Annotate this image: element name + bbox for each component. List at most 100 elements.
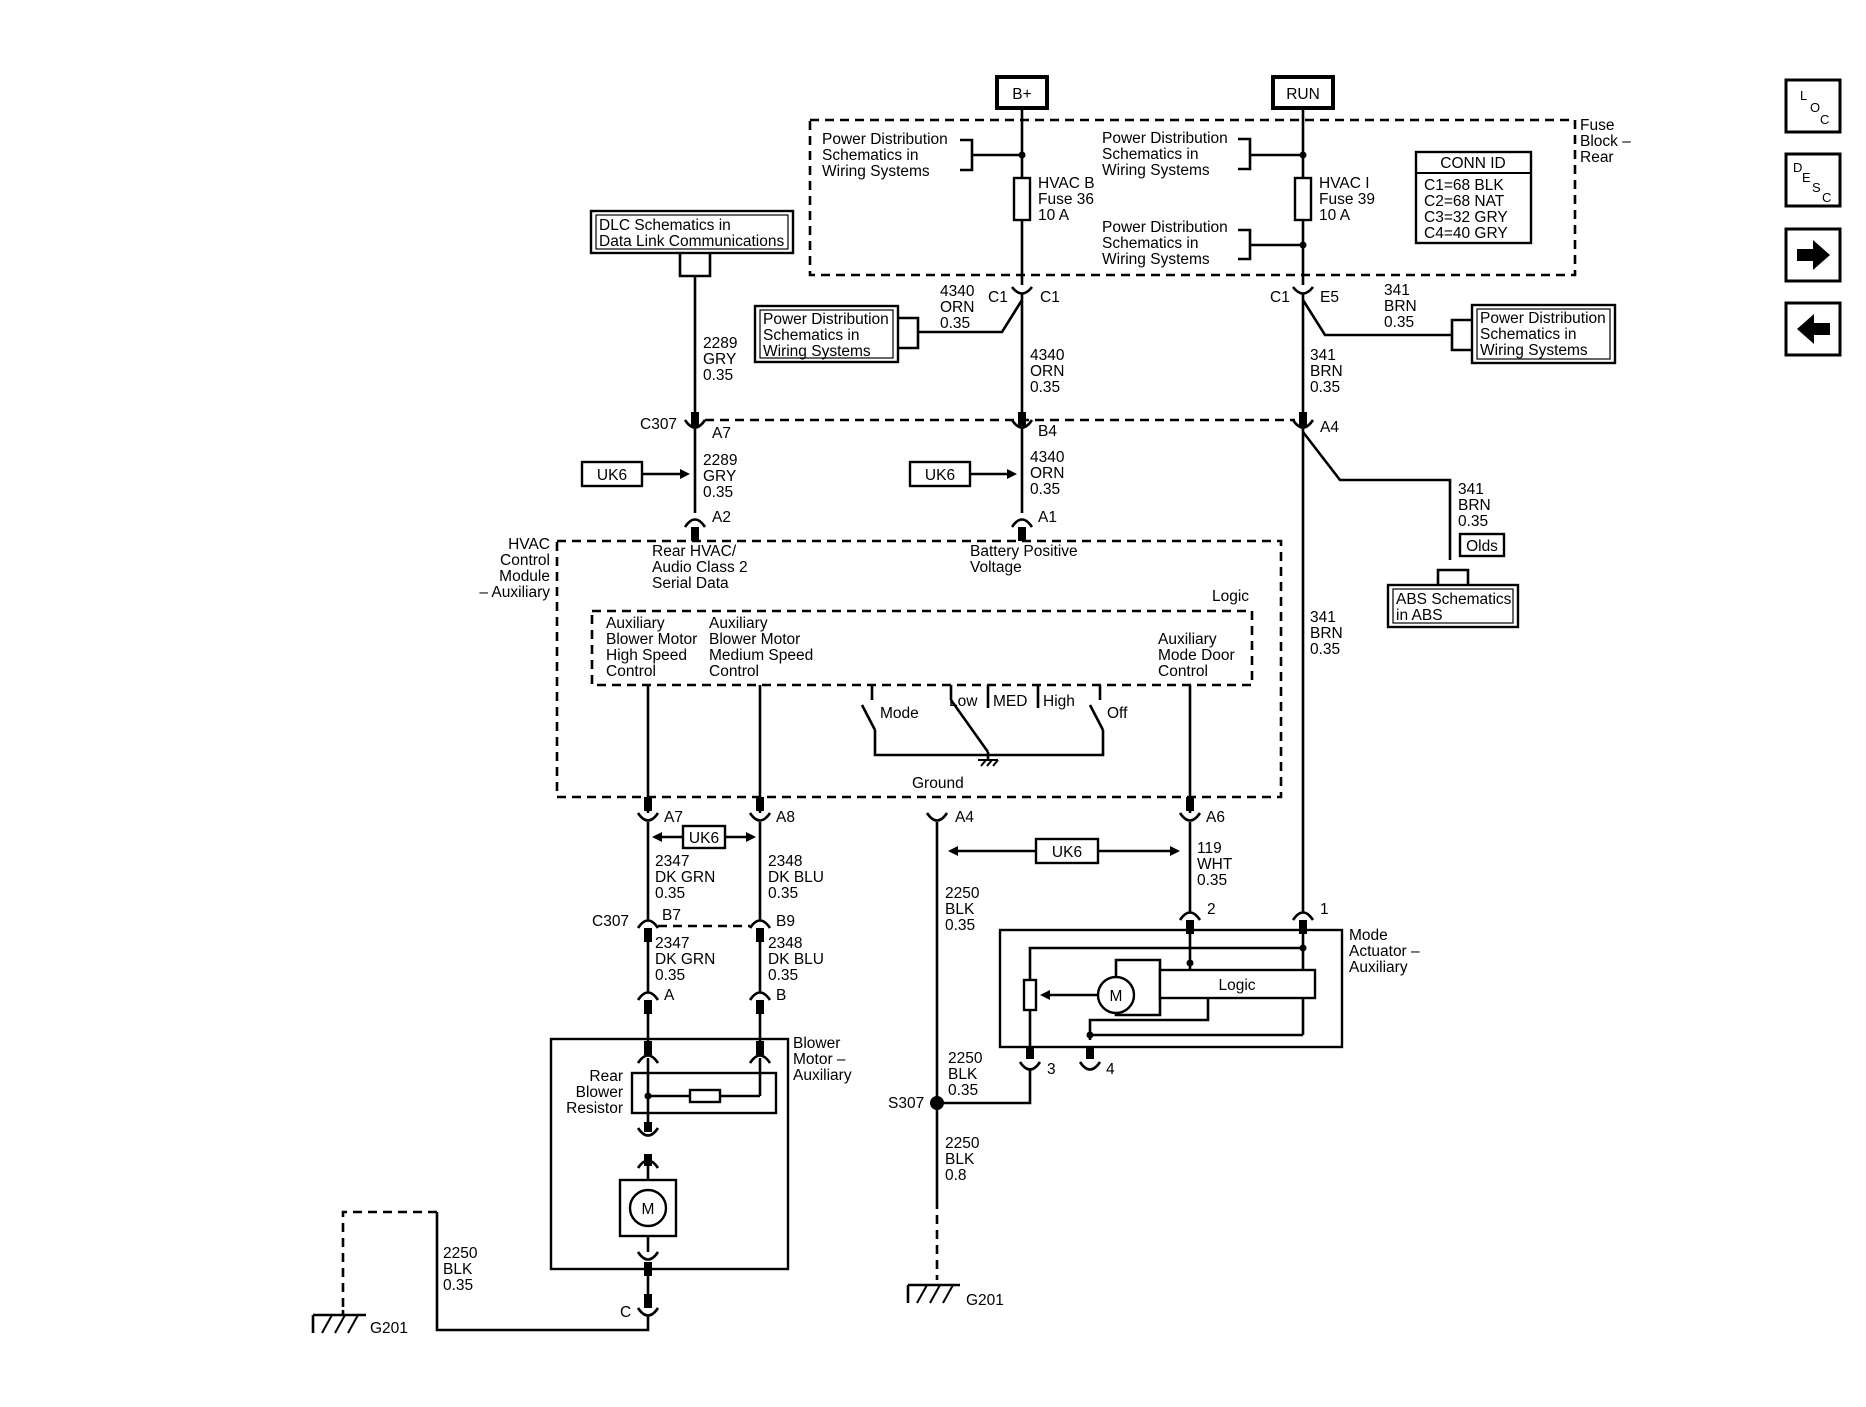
power-dist-ref-2[interactable]: Power Distribution Schematics in Wiring … bbox=[1102, 130, 1303, 179]
high-speed-control-label: Auxiliary Blower Motor High Speed Contro… bbox=[606, 615, 697, 680]
bplus-source: B+ bbox=[995, 75, 1049, 110]
logic-block bbox=[590, 609, 1254, 687]
actuator-logic: Logic bbox=[1158, 968, 1317, 1000]
svg-text:BRN: BRN bbox=[1310, 363, 1343, 380]
svg-text:0.35: 0.35 bbox=[768, 885, 798, 902]
power-dist-ref-4[interactable]: Power Distribution Schematics in Wiring … bbox=[753, 304, 920, 364]
svg-text:B7: B7 bbox=[662, 907, 681, 924]
svg-text:Data Link Communications: Data Link Communications bbox=[599, 233, 784, 250]
svg-text:1: 1 bbox=[1320, 901, 1329, 918]
svg-text:ORN: ORN bbox=[940, 299, 974, 316]
ground-label: Ground bbox=[912, 775, 964, 792]
svg-text:S: S bbox=[1812, 180, 1821, 195]
svg-text:Wiring Systems: Wiring Systems bbox=[763, 343, 871, 360]
svg-text:ORN: ORN bbox=[1030, 363, 1064, 380]
blower-selector-switch: Mode Low MED High Off bbox=[860, 685, 1128, 767]
svg-text:0.35: 0.35 bbox=[945, 917, 975, 934]
svg-text:Blower: Blower bbox=[793, 1035, 840, 1052]
svg-text:Fuse: Fuse bbox=[1580, 117, 1614, 134]
svg-text:Power Distribution: Power Distribution bbox=[1102, 130, 1228, 147]
svg-text:Control: Control bbox=[606, 663, 656, 680]
svg-text:GRY: GRY bbox=[703, 351, 736, 368]
svg-text:Battery Positive: Battery Positive bbox=[970, 543, 1078, 560]
svg-text:Mode Door: Mode Door bbox=[1158, 647, 1235, 664]
arrow-left-icon bbox=[1797, 314, 1830, 344]
svg-text:0.35: 0.35 bbox=[1310, 379, 1340, 396]
switch-high: High bbox=[1043, 693, 1075, 710]
svg-text:C: C bbox=[620, 1304, 631, 1321]
wire-341-label-c: 341 BRN 0.35 bbox=[1458, 481, 1491, 530]
svg-text:Rear: Rear bbox=[1580, 149, 1614, 166]
svg-text:Medium Speed: Medium Speed bbox=[709, 647, 813, 664]
svg-text:Auxiliary: Auxiliary bbox=[1349, 959, 1408, 976]
loc-button[interactable]: L O C bbox=[1784, 78, 1842, 134]
svg-text:2348: 2348 bbox=[768, 853, 802, 870]
svg-text:Blower Motor: Blower Motor bbox=[606, 631, 697, 648]
svg-text:Serial Data: Serial Data bbox=[652, 575, 729, 592]
svg-text:Power Distribution: Power Distribution bbox=[1102, 219, 1228, 236]
fuse-block-outline bbox=[808, 118, 1577, 277]
svg-text:341: 341 bbox=[1458, 481, 1484, 498]
svg-text:0.35: 0.35 bbox=[443, 1277, 473, 1294]
svg-text:Rear HVAC/: Rear HVAC/ bbox=[652, 543, 737, 560]
svg-text:0.35: 0.35 bbox=[703, 484, 733, 501]
svg-text:0.35: 0.35 bbox=[1197, 872, 1227, 889]
rear-blower-resistor bbox=[630, 1071, 778, 1115]
wire-4340-label-a: 4340 ORN 0.35 bbox=[940, 283, 975, 332]
mode-actuator-label: Mode Actuator – Auxiliary bbox=[1349, 927, 1420, 976]
svg-text:Wiring Systems: Wiring Systems bbox=[822, 163, 930, 180]
wire-341-label-d: 341 BRN 0.35 bbox=[1310, 609, 1343, 658]
svg-text:4340: 4340 bbox=[1030, 347, 1065, 364]
svg-text:C1: C1 bbox=[988, 289, 1008, 306]
svg-text:S307: S307 bbox=[888, 1095, 924, 1112]
prev-arrow-button[interactable] bbox=[1784, 301, 1842, 357]
svg-text:0.35: 0.35 bbox=[1458, 513, 1488, 530]
conn-id-table: CONN ID C1=68 BLK C2=68 NAT C3=32 GRY C4… bbox=[1414, 150, 1533, 245]
svg-text:DLC Schematics in: DLC Schematics in bbox=[599, 217, 731, 234]
run-label: RUN bbox=[1286, 86, 1320, 103]
svg-text:Wiring Systems: Wiring Systems bbox=[1480, 342, 1588, 359]
svg-text:M: M bbox=[642, 1201, 655, 1218]
svg-text:DK GRN: DK GRN bbox=[655, 951, 715, 968]
wire-2289-label-b: 2289 GRY 0.35 bbox=[703, 452, 737, 501]
svg-text:Schematics in: Schematics in bbox=[763, 327, 859, 344]
desc-button[interactable]: D E S C bbox=[1784, 152, 1842, 208]
hvac-module-label: HVAC Control Module – Auxiliary bbox=[479, 536, 550, 601]
svg-text:Control: Control bbox=[709, 663, 759, 680]
ground-g201-left: G201 bbox=[311, 1310, 408, 1337]
power-dist-ref-5[interactable]: Power Distribution Schematics in Wiring … bbox=[1450, 303, 1617, 365]
svg-text:C2=68 NAT: C2=68 NAT bbox=[1424, 193, 1505, 210]
fuse-hvac-b bbox=[1012, 176, 1032, 222]
svg-text:Schematics in: Schematics in bbox=[1480, 326, 1576, 343]
blower-motor-label: Blower Motor – Auxiliary bbox=[793, 1035, 852, 1084]
svg-text:0.35: 0.35 bbox=[1030, 481, 1060, 498]
svg-text:BLK: BLK bbox=[948, 1066, 978, 1083]
svg-text:Auxiliary: Auxiliary bbox=[709, 615, 768, 632]
wire-2347-label-a: 2347 DK GRN 0.35 bbox=[655, 853, 715, 902]
svg-text:DK BLU: DK BLU bbox=[768, 951, 824, 968]
svg-text:C: C bbox=[1820, 112, 1829, 127]
svg-text:GRY: GRY bbox=[703, 468, 736, 485]
svg-text:UK6: UK6 bbox=[925, 467, 955, 484]
blower-motor-auxiliary bbox=[549, 1037, 790, 1271]
abs-ref[interactable]: ABS Schematics in ABS bbox=[1386, 568, 1520, 629]
svg-text:HVAC I: HVAC I bbox=[1319, 175, 1370, 192]
power-dist-ref-1[interactable]: Power Distribution Schematics in Wiring … bbox=[822, 131, 1022, 180]
svg-text:Audio Class 2: Audio Class 2 bbox=[652, 559, 748, 576]
svg-text:2289: 2289 bbox=[703, 452, 737, 469]
svg-text:B: B bbox=[776, 987, 786, 1004]
svg-text:UK6: UK6 bbox=[597, 467, 627, 484]
svg-text:0.8: 0.8 bbox=[945, 1167, 967, 1184]
power-dist-ref-3[interactable]: Power Distribution Schematics in Wiring … bbox=[1102, 219, 1303, 268]
svg-text:Actuator –: Actuator – bbox=[1349, 943, 1420, 960]
svg-text:0.35: 0.35 bbox=[655, 967, 685, 984]
svg-text:Auxiliary: Auxiliary bbox=[793, 1067, 852, 1084]
next-arrow-button[interactable] bbox=[1784, 227, 1842, 283]
switch-low: Low bbox=[949, 693, 978, 710]
module-logic-label: Logic bbox=[1212, 588, 1249, 605]
svg-text:Rear: Rear bbox=[589, 1068, 623, 1085]
svg-text:2250: 2250 bbox=[945, 1135, 980, 1152]
wire-2348-label-a: 2348 DK BLU 0.35 bbox=[768, 853, 824, 902]
dlc-ref[interactable]: DLC Schematics in Data Link Communicatio… bbox=[589, 209, 795, 278]
svg-text:G201: G201 bbox=[370, 1320, 408, 1337]
